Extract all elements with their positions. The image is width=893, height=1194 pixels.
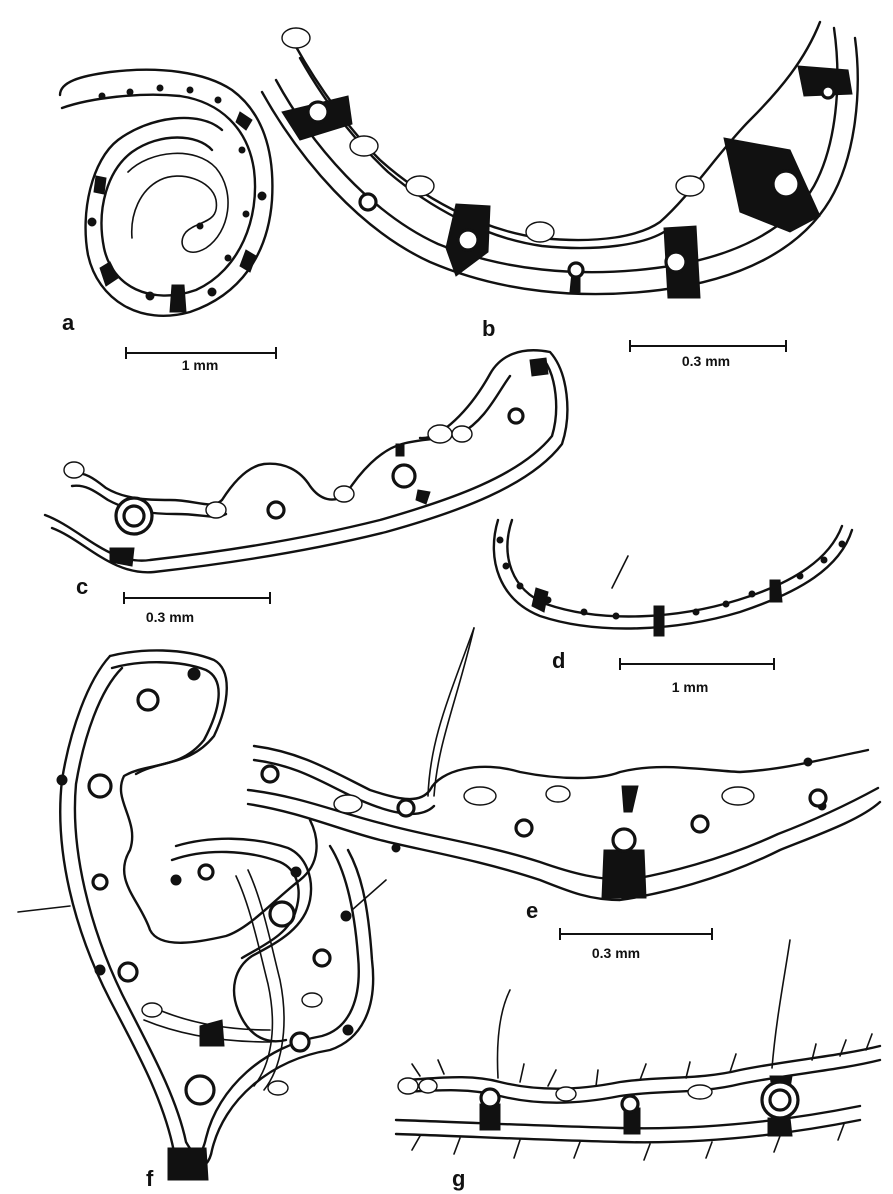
panel-label-d: d [552, 648, 565, 673]
panel-g-section [396, 940, 880, 1160]
panel-label-a: a [62, 310, 75, 335]
scale-bar-d: 1 mm [620, 658, 774, 695]
panel-label-c: c [76, 574, 88, 599]
panel-f-section [18, 650, 386, 1180]
panel-c-section [45, 350, 567, 572]
panel-label-g: g [452, 1166, 465, 1191]
scale-label-c: 0.3 mm [146, 609, 194, 625]
scale-label-a: 1 mm [182, 357, 219, 373]
scale-label-efg: 0.3 mm [592, 945, 640, 961]
panel-b-section [262, 22, 858, 298]
panel-a-section [60, 70, 272, 316]
scale-bar-c: 0.3 mm [124, 592, 270, 625]
scale-bar-b: 0.3 mm [630, 340, 786, 369]
panel-label-f: f [146, 1166, 154, 1191]
scale-label-b: 0.3 mm [682, 353, 730, 369]
panel-d-section [494, 520, 852, 636]
scale-label-d: 1 mm [672, 679, 709, 695]
panel-label-b: b [482, 316, 495, 341]
panel-label-e: e [526, 898, 538, 923]
scale-bar-efg: 0.3 mm [560, 928, 712, 961]
scale-bar-a: 1 mm [126, 347, 276, 373]
